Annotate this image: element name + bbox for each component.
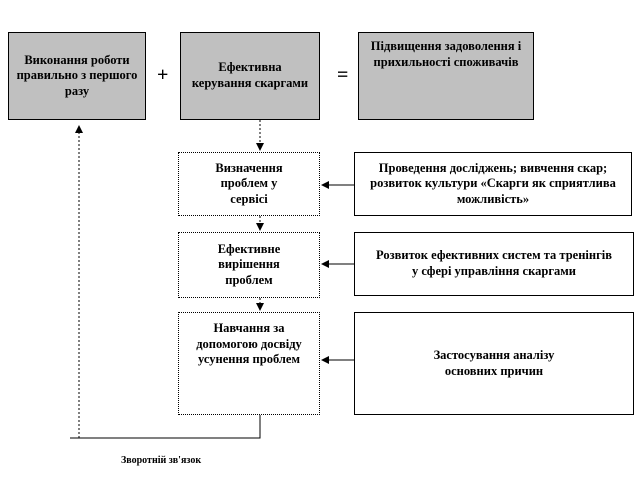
box-complaint-management: Ефективна керування скаргами	[180, 32, 320, 120]
feedback-loop-line	[70, 415, 261, 439]
feedback-label: Зворотній зв'язок	[121, 455, 202, 466]
step-effective-resolution: Ефективне вирішення проблем	[178, 232, 320, 298]
note-root-cause-analysis: Застосування аналізу основних причин	[354, 312, 634, 415]
step-learning-from-experience: Навчання за допомогою досвіду усунення п…	[178, 312, 320, 415]
equals-sign: =	[337, 64, 349, 86]
plus-sign: +	[157, 64, 169, 86]
note-research: Проведення досліджень; вивчення скар; ро…	[354, 152, 632, 216]
box-do-right-first-time: Виконання роботи правильно з першого раз…	[8, 32, 146, 120]
step-identify-problems: Визначення проблем у сервісі	[178, 152, 320, 216]
box-customer-satisfaction: Підвищення задоволення і прихильності сп…	[358, 32, 534, 120]
note-training-systems: Розвиток ефективних систем та тренінгів …	[354, 232, 634, 296]
